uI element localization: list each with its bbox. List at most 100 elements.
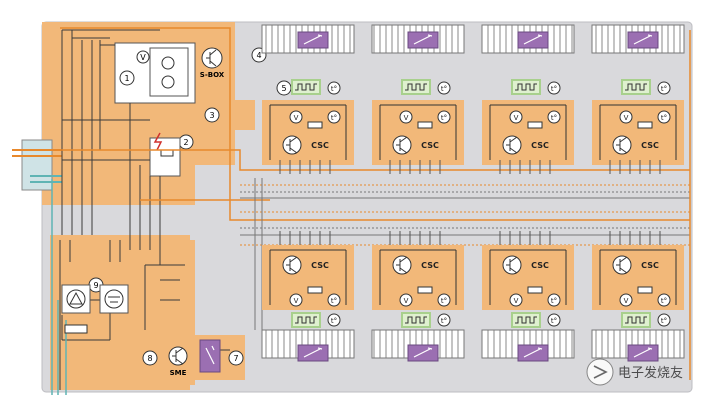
badge-3: 3 bbox=[204, 107, 220, 123]
csc-transistor-icon bbox=[502, 255, 522, 275]
thermistor-icon bbox=[413, 34, 433, 45]
module-wiring bbox=[269, 104, 347, 160]
voltage-label: V bbox=[294, 114, 299, 122]
resistor-icon bbox=[637, 121, 653, 129]
thermistor-icon bbox=[523, 347, 543, 358]
voltage-label: V bbox=[624, 297, 629, 305]
csc-transistor-icon bbox=[282, 255, 302, 275]
watermark: 电子发烧友 bbox=[586, 358, 683, 386]
thermometer-icon bbox=[437, 313, 451, 327]
triangle-sensor-icon bbox=[69, 291, 83, 305]
module-wiring bbox=[489, 104, 567, 160]
csc-transistor-icon bbox=[612, 135, 632, 155]
shunt-resistor-icon bbox=[160, 149, 174, 157]
pulse-wave-icon bbox=[625, 83, 647, 91]
thermistor-icon bbox=[303, 347, 323, 358]
voltage-label: V bbox=[514, 114, 519, 122]
temp-label: t° bbox=[551, 297, 557, 305]
resistor-icon bbox=[527, 121, 543, 129]
thermometer-icon bbox=[547, 81, 561, 95]
svg-text:7: 7 bbox=[233, 354, 238, 363]
thermometer-icon bbox=[327, 81, 341, 95]
badge-5: 5 bbox=[276, 80, 292, 96]
badge-2: 2 bbox=[178, 134, 194, 150]
csc-transistor-icon bbox=[392, 255, 412, 275]
voltage-label: V bbox=[514, 297, 519, 305]
temp-label: t° bbox=[551, 317, 557, 325]
csc-label: CSC bbox=[421, 261, 439, 270]
temp-label: t° bbox=[661, 317, 667, 325]
svg-text:5: 5 bbox=[281, 84, 286, 93]
thermistor-icon bbox=[413, 347, 433, 358]
svg-text:8: 8 bbox=[147, 354, 152, 363]
temp-label: t° bbox=[661, 297, 667, 305]
thermometer-icon bbox=[547, 313, 561, 327]
csc-zone bbox=[262, 100, 354, 165]
temp-label: t° bbox=[441, 317, 447, 325]
sme-transistor-icon bbox=[168, 346, 188, 366]
voltage-meter-icon bbox=[399, 293, 413, 307]
thermometer-icon bbox=[437, 81, 451, 95]
voltage-meter-icon bbox=[136, 50, 150, 64]
csc-zone bbox=[482, 100, 574, 165]
csc-transistor-icon bbox=[282, 135, 302, 155]
csc-label: CSC bbox=[311, 141, 329, 150]
voltage-label: V bbox=[294, 297, 299, 305]
cell-strip bbox=[591, 329, 685, 359]
thermistor-icon bbox=[633, 347, 653, 358]
contactor-block bbox=[149, 47, 189, 97]
thermometer-icon bbox=[657, 81, 671, 95]
temp-label: t° bbox=[331, 114, 337, 122]
svg-text:2: 2 bbox=[183, 138, 188, 147]
csc-label: CSC bbox=[531, 261, 549, 270]
badge-7: 7 bbox=[228, 350, 244, 366]
badge-8: 8 bbox=[142, 350, 158, 366]
pulse-wave-icon bbox=[625, 316, 647, 324]
pulse-wave-icon bbox=[295, 83, 317, 91]
transistor-icon bbox=[161, 75, 175, 89]
pulse-wave-icon bbox=[295, 316, 317, 324]
svg-text:1: 1 bbox=[124, 74, 129, 83]
temp-label: t° bbox=[331, 317, 337, 325]
temp-label: t° bbox=[441, 114, 447, 122]
resistor-icon bbox=[637, 286, 653, 294]
voltage-meter-icon bbox=[289, 293, 303, 307]
voltage-meter-icon bbox=[619, 293, 633, 307]
resistor-icon bbox=[417, 286, 433, 294]
temp-label: t° bbox=[551, 85, 557, 93]
temp-label: t° bbox=[441, 297, 447, 305]
svg-text:V: V bbox=[140, 53, 146, 62]
thermometer-icon bbox=[657, 293, 671, 307]
csc-label: CSC bbox=[311, 261, 329, 270]
csc-transistor-icon bbox=[392, 135, 412, 155]
thermometer-icon bbox=[547, 110, 561, 124]
voltage-meter-icon bbox=[289, 110, 303, 124]
module-wiring bbox=[599, 249, 677, 305]
module-wiring bbox=[599, 104, 677, 160]
voltage-meter-icon bbox=[619, 110, 633, 124]
csc-transistor-icon bbox=[612, 255, 632, 275]
pulse-wave-icon bbox=[515, 316, 537, 324]
sbox-transistor-icon bbox=[201, 47, 223, 69]
svg-text:3: 3 bbox=[209, 111, 214, 120]
sbox-label: S-BOX bbox=[200, 71, 225, 79]
thermometer-icon bbox=[327, 293, 341, 307]
csc-label: CSC bbox=[421, 141, 439, 150]
thermometer-icon bbox=[327, 110, 341, 124]
svg-text:9: 9 bbox=[93, 281, 98, 290]
voltage-label: V bbox=[404, 114, 409, 122]
resistor-icon bbox=[64, 324, 88, 334]
temp-label: t° bbox=[661, 85, 667, 93]
temp-label: t° bbox=[331, 85, 337, 93]
temp-label: t° bbox=[661, 114, 667, 122]
voltage-meter-icon bbox=[399, 110, 413, 124]
watermark-text: 电子发烧友 bbox=[618, 365, 683, 381]
